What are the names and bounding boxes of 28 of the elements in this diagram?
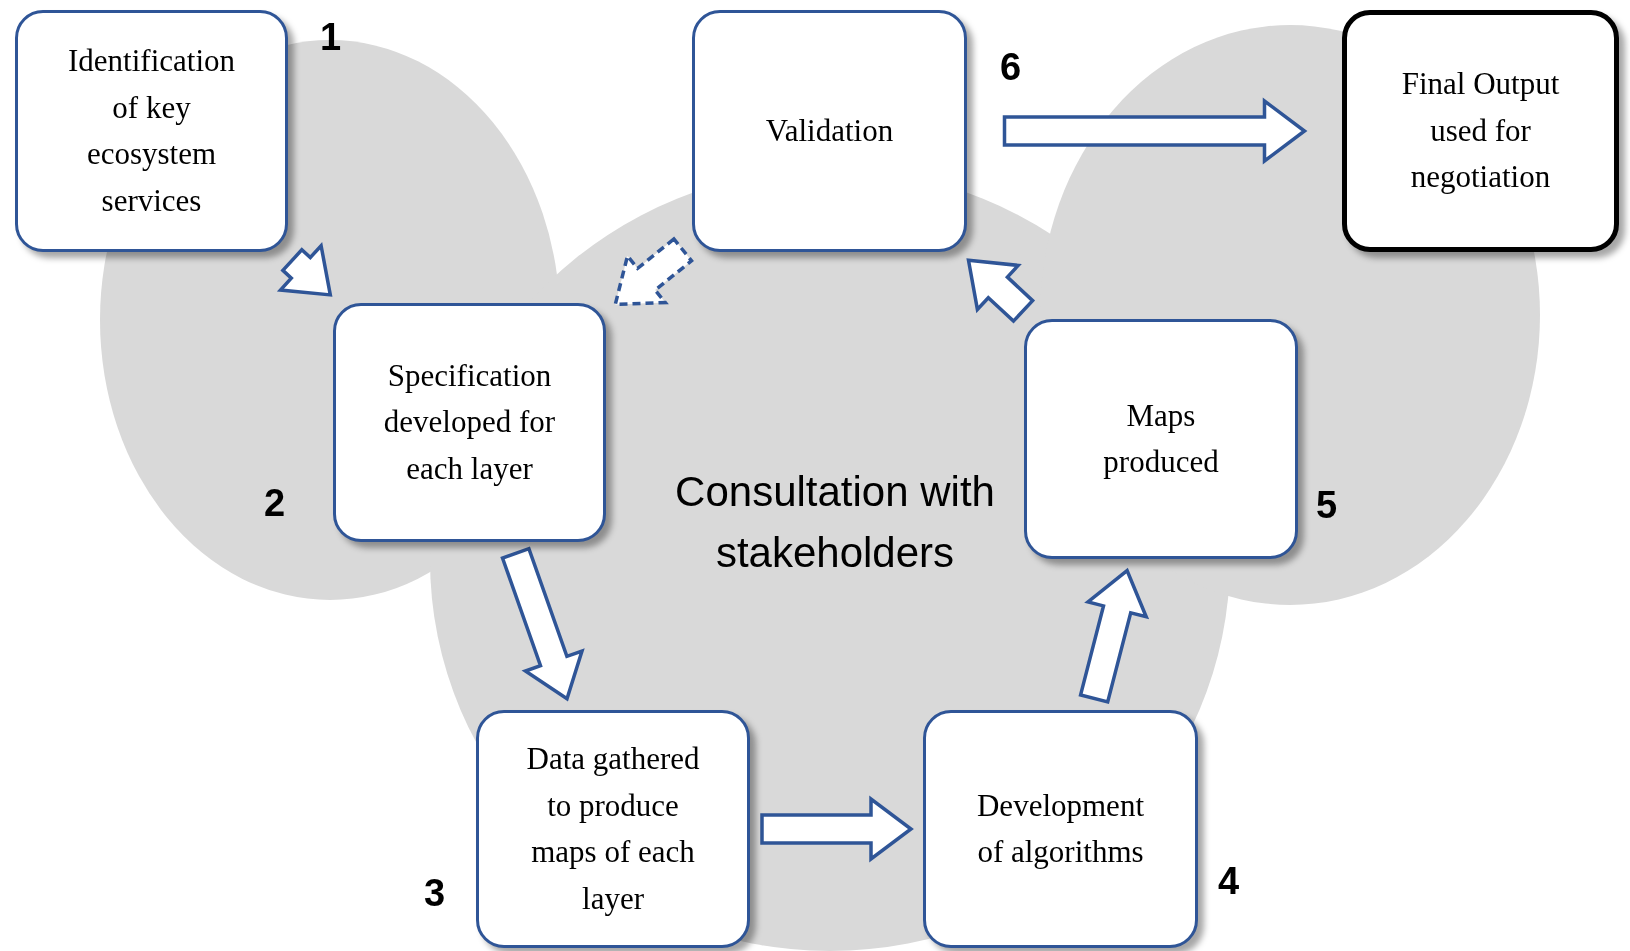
process-box xyxy=(333,303,606,542)
block-arrow xyxy=(1002,97,1308,165)
box-label: Identification of key ecosystem services xyxy=(67,42,236,220)
callout-number: 5 xyxy=(1316,486,1338,524)
box-label: Development of algorithms xyxy=(976,786,1145,871)
process-box xyxy=(923,710,1198,948)
callout-number: 1 xyxy=(320,18,342,56)
process-box xyxy=(15,10,288,252)
block-arrow xyxy=(500,546,585,702)
block-arrow xyxy=(966,258,1036,324)
box-label: Maps produced xyxy=(1102,396,1220,481)
callout-number: 4 xyxy=(1218,862,1240,900)
process-box xyxy=(1024,319,1298,559)
block-arrow xyxy=(760,795,914,863)
block-arrow xyxy=(1078,567,1150,705)
process-box xyxy=(692,10,967,252)
box-label: Final Output used for negotiation xyxy=(1400,65,1561,197)
callout-number: 2 xyxy=(264,484,286,522)
box-label: Data gathered to produce maps of each layer xyxy=(525,740,701,918)
box-label: Specification developed for each layer xyxy=(382,356,557,488)
callout-number: 3 xyxy=(424,874,446,912)
box-label: Validation xyxy=(765,111,894,150)
block-arrow xyxy=(276,241,333,297)
process-box xyxy=(1342,10,1619,252)
process-box xyxy=(476,710,750,948)
block-arrow xyxy=(613,236,694,307)
callout-number: 6 xyxy=(1000,48,1022,86)
cloud-label: Consultation with stakeholders xyxy=(674,467,996,578)
